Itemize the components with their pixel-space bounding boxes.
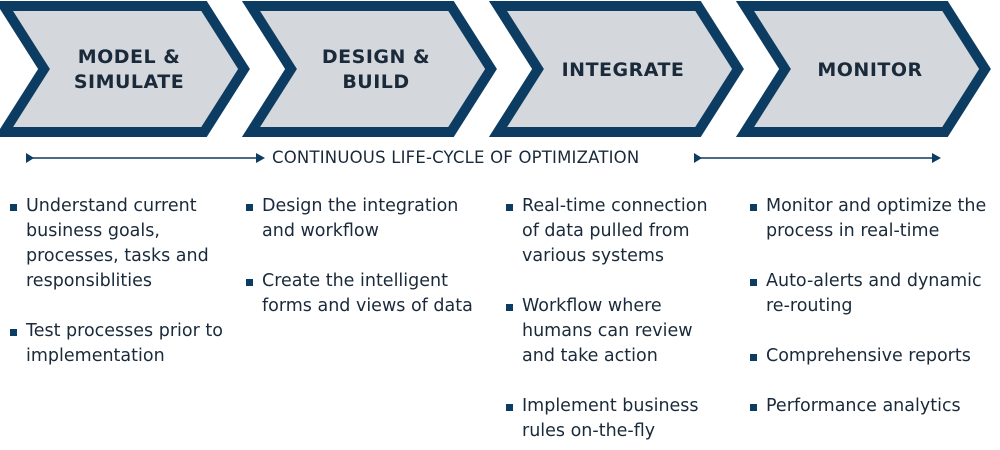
process-chevrons xyxy=(0,1,991,137)
bullet-square-icon xyxy=(750,404,757,411)
list-item: Comprehensive reports xyxy=(750,344,995,369)
step-label-monitor: MONITOR xyxy=(817,58,923,81)
list-item: Test processes prior to implementation xyxy=(10,319,225,369)
list-item: Real-time connection of data pulled from… xyxy=(506,194,726,269)
chevron-model-simulate xyxy=(0,1,250,137)
list-item: Create the intelligent forms and views o… xyxy=(246,269,486,319)
list-item: Monitor and optimize the process in real… xyxy=(750,194,995,244)
bullet-square-icon xyxy=(506,404,513,411)
lifecycle-arrow-left xyxy=(26,153,265,163)
step-label-integrate: INTEGRATE xyxy=(561,58,685,81)
lifecycle-row: CONTINUOUS LIFE-CYCLE OF OPTIMIZATION xyxy=(0,146,1000,170)
step-label-model-simulate: MODEL & SIMULATE xyxy=(73,46,185,93)
lifecycle-arrow-right xyxy=(694,153,941,163)
list-item: Design the integration and workflow xyxy=(246,194,486,244)
list-item: Performance analytics xyxy=(750,394,995,419)
arrow-head-icon xyxy=(932,153,941,163)
list-item: Implement business rules on-the-fly xyxy=(506,394,726,444)
bullet-square-icon xyxy=(246,204,253,211)
chevron-monitor xyxy=(735,1,991,137)
bullet-square-icon xyxy=(246,279,253,286)
arrow-head-icon xyxy=(256,153,265,163)
chevron-design-build xyxy=(241,1,497,137)
list-item: Workflow where humans can review and tak… xyxy=(506,294,726,369)
list-item: Auto-alerts and dynamic re-routing xyxy=(750,269,995,319)
column-model-simulate: Understand current business goals, proce… xyxy=(10,194,225,369)
list-item: Understand current business goals, proce… xyxy=(10,194,225,294)
bullet-square-icon xyxy=(506,304,513,311)
bullet-square-icon xyxy=(506,204,513,211)
bullet-square-icon xyxy=(750,354,757,361)
bullet-square-icon xyxy=(750,204,757,211)
bullet-square-icon xyxy=(750,279,757,286)
column-monitor: Monitor and optimize the process in real… xyxy=(750,194,995,419)
bullet-square-icon xyxy=(10,204,17,211)
step-label-design-build: DESIGN & BUILD xyxy=(321,46,431,93)
chevron-integrate xyxy=(488,1,744,137)
column-design-build: Design the integration and workflow Crea… xyxy=(246,194,486,319)
bullet-square-icon xyxy=(10,329,17,336)
column-integrate: Real-time connection of data pulled from… xyxy=(506,194,726,444)
lifecycle-label: CONTINUOUS LIFE-CYCLE OF OPTIMIZATION xyxy=(272,148,640,167)
